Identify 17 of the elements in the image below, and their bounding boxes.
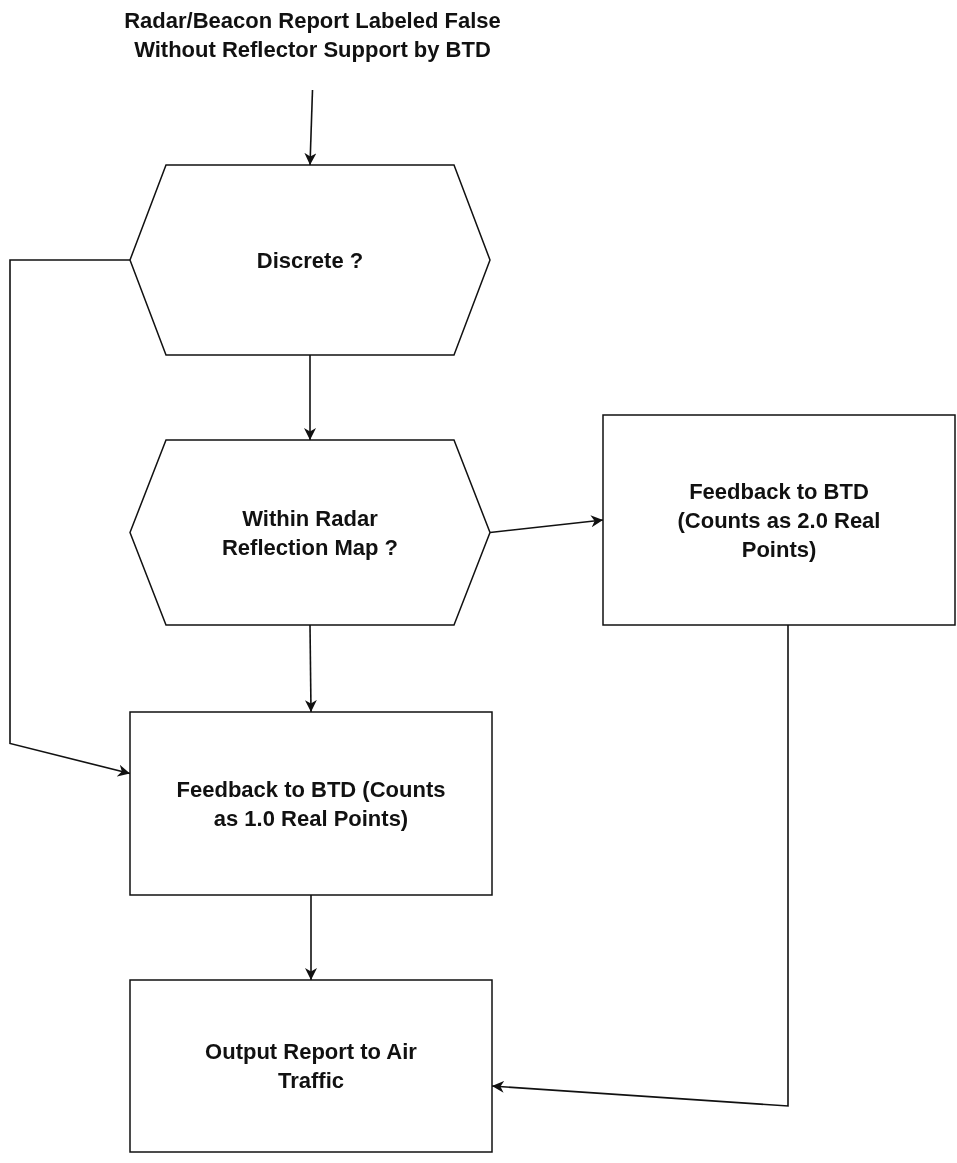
node-text: Feedback to BTD (Counts as 2.0 Real Points) — [676, 477, 882, 564]
node-text: Feedback to BTD (Counts as 1.0 Real Points) — [175, 775, 447, 833]
decision-hexagon — [130, 440, 490, 625]
arrow — [305, 894, 317, 981]
node-text: Within Radar Reflection Map ? — [221, 504, 399, 562]
node-text: Output Report to Air Traffic — [204, 1038, 418, 1095]
process-box — [130, 980, 492, 1152]
arrow — [9, 259, 131, 777]
node-text: Discrete ? — [256, 246, 364, 275]
decision-hexagon — [130, 165, 490, 355]
process-box — [130, 712, 492, 895]
arrow — [304, 89, 317, 166]
heading-text: Radar/Beacon Report Labeled False Without Reflector Support by BTD — [123, 7, 502, 64]
arrow — [304, 624, 317, 713]
arrow — [489, 515, 604, 534]
process-box — [603, 415, 955, 625]
arrow — [304, 354, 316, 441]
